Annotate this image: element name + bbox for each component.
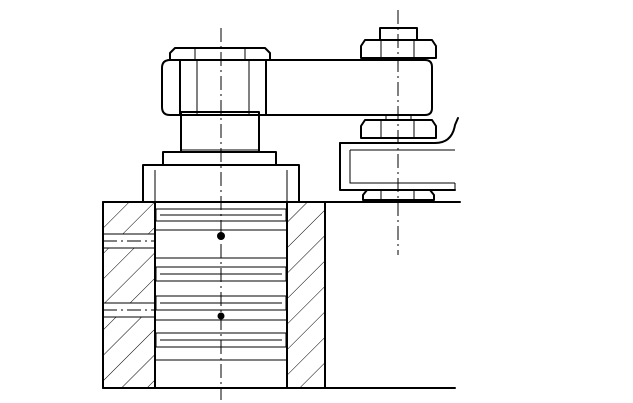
mounting-block-right-section [287,202,325,388]
flange-top-ring [162,151,277,166]
clamp-arm [161,59,433,116]
hex-nut-rod [169,47,271,116]
oil-port-upper-hole [217,232,225,240]
workpiece-support-washer [362,189,435,201]
hex-nut-rod-top [169,47,271,61]
workpiece [339,117,459,191]
mounting-block-left-section [103,202,155,388]
piston-rod [180,111,260,153]
